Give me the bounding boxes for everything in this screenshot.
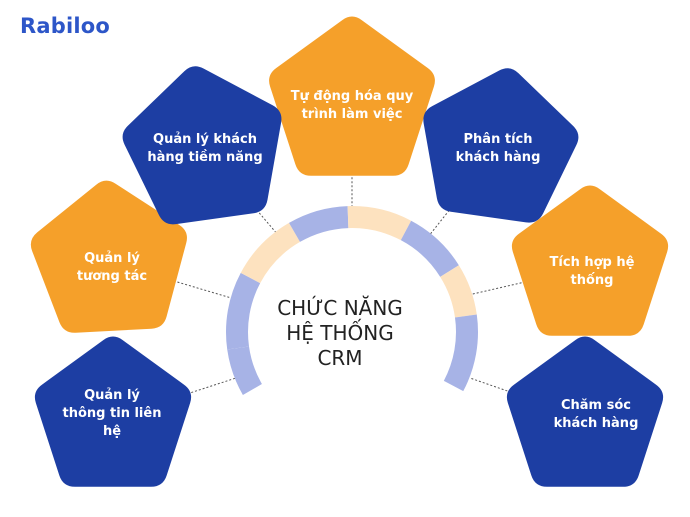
feature-label-tu-dong-hoa: Tự động hóa quy trình làm việc	[277, 88, 427, 124]
connector-quan-ly-thong-tin	[175, 377, 237, 398]
feature-label-line: Quản lý	[84, 388, 140, 403]
feature-label-line: Quản lý khách	[153, 132, 257, 147]
ring-segment	[440, 265, 477, 318]
ring-segment	[227, 346, 262, 395]
ring-segment	[240, 222, 300, 284]
ring-segment	[400, 220, 459, 277]
pentagon-cham-soc	[506, 336, 664, 487]
pentagon-tu-dong-hoa	[269, 16, 435, 176]
feature-label-line: Tích hợp hệ	[549, 255, 635, 270]
feature-label-quan-ly-khach-hang-tiem-nang: Quản lý khách hàng tiềm năng	[130, 131, 280, 167]
feature-label-phan-tich: Phân tích khách hàng	[423, 131, 573, 167]
ring-segment	[226, 272, 261, 350]
pentagon-phan-tich	[423, 68, 579, 223]
feature-label-cham-soc: Chăm sóc khách hàng	[521, 397, 671, 433]
rabiloo-logo: Rabiloo	[20, 14, 111, 38]
ring-segment	[289, 206, 349, 242]
center-title-line-1: CHỨC NĂNG	[277, 296, 403, 320]
center-title-line-3: CRM	[317, 346, 363, 370]
ring-segment	[443, 314, 479, 392]
feature-label-line: thống	[570, 273, 614, 288]
feature-label-line: Tự động hóa quy	[290, 89, 414, 104]
feature-label-line: khách hàng	[553, 416, 639, 431]
center-title: CHỨC NĂNG HỆ THỐNG CRM	[240, 296, 440, 371]
feature-label-line: thông tin liên	[62, 406, 162, 421]
feature-label-line: trình làm việc	[301, 107, 403, 122]
feature-label-line: hệ	[102, 424, 122, 439]
pentagon-quan-ly-tuong-tac	[30, 180, 187, 333]
feature-label-line: khách hàng	[455, 150, 541, 165]
feature-label-quan-ly-tuong-tac: Quản lý tương tác	[37, 250, 187, 286]
feature-label-line: Chăm sóc	[560, 398, 631, 413]
ring-segment	[347, 205, 412, 241]
feature-label-line: hàng tiềm năng	[147, 150, 263, 165]
pentagon-tich-hop	[511, 185, 669, 336]
pentagon-quan-ly-thong-tin	[34, 336, 192, 487]
feature-label-line: Phân tích	[463, 132, 533, 147]
feature-label-quan-ly-thong-tin: Quản lý thông tin liên hệ	[37, 387, 187, 441]
connector-quan-ly-tuong-tac	[173, 280, 239, 301]
feature-label-line: tương tác	[76, 269, 148, 284]
feature-label-tich-hop: Tích hợp hệ thống	[517, 254, 667, 290]
feature-label-line: Quản lý	[84, 251, 140, 266]
connector-tich-hop	[463, 281, 526, 297]
pentagon-quan-ly-khach-hang-tiem-nang	[122, 66, 282, 225]
center-title-line-2: HỆ THỐNG	[286, 321, 394, 345]
